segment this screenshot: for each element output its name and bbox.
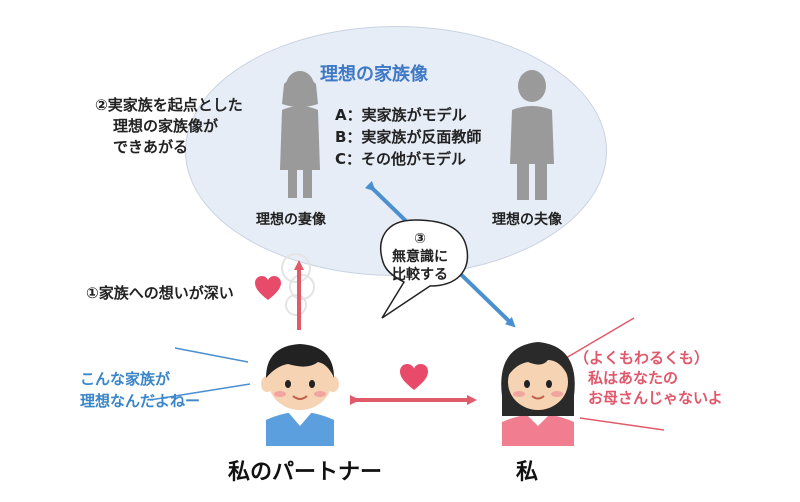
partner-speech-line2: 理想なんだよねー	[80, 392, 201, 410]
option-a: A：実家族がモデル	[335, 106, 467, 124]
me-speech-line2: 私はあなたの	[588, 369, 679, 387]
annotation-step2-line2: 理想の家族像が	[113, 117, 219, 135]
heart-icon	[255, 276, 281, 300]
thought-circles	[281, 253, 315, 316]
me-avatar-icon	[501, 342, 575, 446]
ideal-family-title: 理想の家族像	[320, 64, 428, 85]
me-speech-lines	[565, 317, 665, 431]
partner-label: 私のパートナー	[228, 460, 383, 485]
me-speech: （よくもわるくも） 私はあなたの お母さんじゃないよ	[574, 348, 723, 408]
annotation-step3-line1: 無意識に	[392, 249, 448, 265]
husband-silhouette-icon	[510, 70, 554, 200]
partner-speech: こんな家族が 理想なんだよねー	[80, 368, 200, 412]
annotation-step2-line1: ②実家族を起点とした	[95, 96, 243, 114]
heart-icon	[400, 364, 428, 390]
annotation-step1: ①家族への想いが深い	[86, 284, 234, 302]
me-label: 私	[516, 460, 539, 485]
wife-silhouette-icon	[280, 71, 320, 198]
partner-avatar-icon	[261, 344, 339, 446]
annotation-step2-line3: できあがる	[113, 138, 189, 156]
option-c: C：その他がモデル	[335, 150, 467, 168]
option-b: B：実家族が反面教師	[335, 128, 482, 146]
compare-speech-bubble	[380, 219, 469, 319]
me-speech-line1: （よくもわるくも）	[574, 349, 710, 367]
me-speech-line3: お母さんじゃないよ	[588, 389, 723, 407]
annotation-step3-number: ③	[414, 231, 426, 247]
partner-speech-line1: こんな家族が	[80, 370, 171, 388]
annotation-step2: ②実家族を起点とした 理想の家族像が できあがる	[95, 95, 243, 158]
annotation-step3: ③ 無意識に 比較する	[392, 230, 448, 284]
annotation-step3-line2: 比較する	[392, 267, 448, 283]
partner-speech-lines	[149, 347, 251, 401]
ideal-wife-label: 理想の妻像	[256, 212, 326, 228]
